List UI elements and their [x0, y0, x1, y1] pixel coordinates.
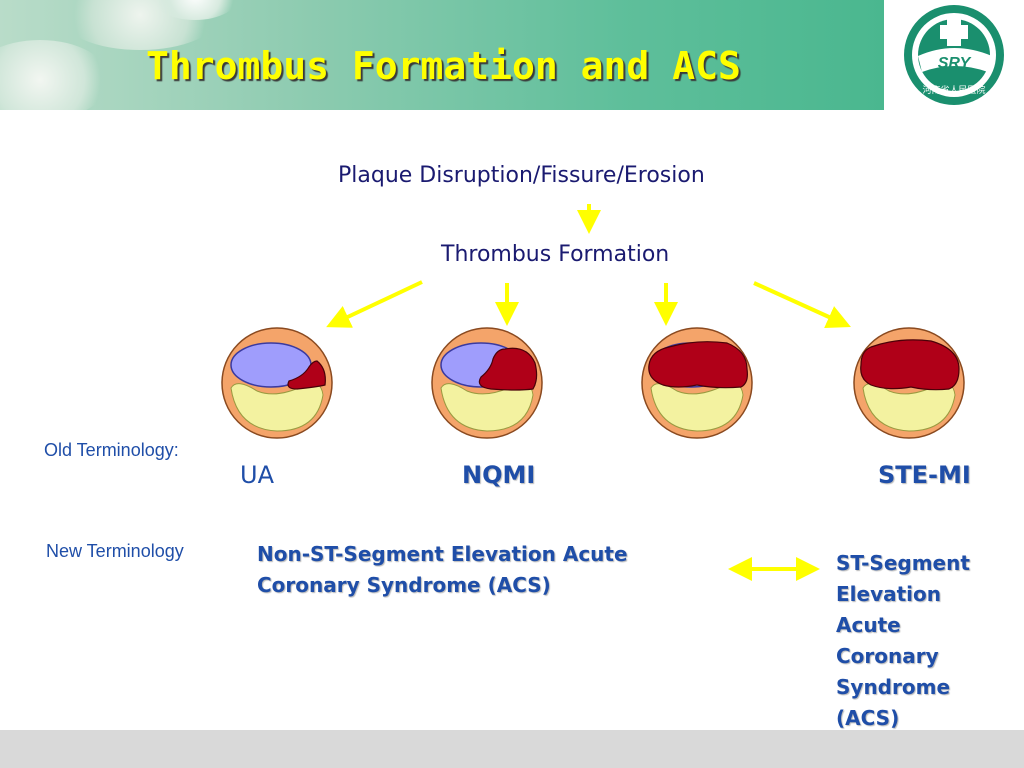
flow-step-plaque-disruption: Plaque Disruption/Fissure/Erosion — [338, 163, 705, 188]
vessel-ua — [221, 327, 333, 439]
arrow-to-ua — [326, 280, 423, 328]
thrombus — [287, 360, 326, 390]
nste-acs-text: Non-ST-Segment Elevation Acute Coronary … — [257, 542, 628, 597]
vessel-ste-mi — [853, 327, 965, 439]
logo-text: SRY — [938, 55, 972, 72]
thrombus — [478, 347, 538, 391]
footer-band — [0, 730, 1024, 768]
slide-title: Thrombus Formation and ACS — [146, 44, 741, 88]
surgical-lamp-decoration — [150, 0, 240, 20]
vessel-nqmi — [431, 327, 543, 439]
old-term-ua: UA — [240, 461, 274, 489]
old-terminology-label-text: Old Terminology: — [44, 440, 179, 460]
old-term-ste-mi: STE-MI — [878, 461, 971, 489]
old-terminology-label: Old Terminology: — [44, 437, 204, 464]
header-band — [0, 0, 884, 110]
logo-subtext: 河南省人民医院 — [922, 84, 985, 96]
arrow-to-ste-mi — [753, 281, 851, 328]
new-terminology-label: New Terminology — [46, 538, 196, 565]
flow-step-thrombus-formation: Thrombus Formation — [441, 242, 670, 267]
hospital-logo: SRY 河南省人民医院 — [884, 0, 1024, 110]
vessel-late-nqmi — [641, 327, 753, 439]
thrombus — [648, 341, 748, 389]
new-terminology-label-text: New Terminology — [46, 541, 184, 561]
ste-acs-text: ST-Segment Elevation Acute Coronary Synd… — [836, 551, 970, 730]
old-term-nqmi: NQMI — [462, 461, 536, 489]
thrombus — [860, 339, 960, 391]
